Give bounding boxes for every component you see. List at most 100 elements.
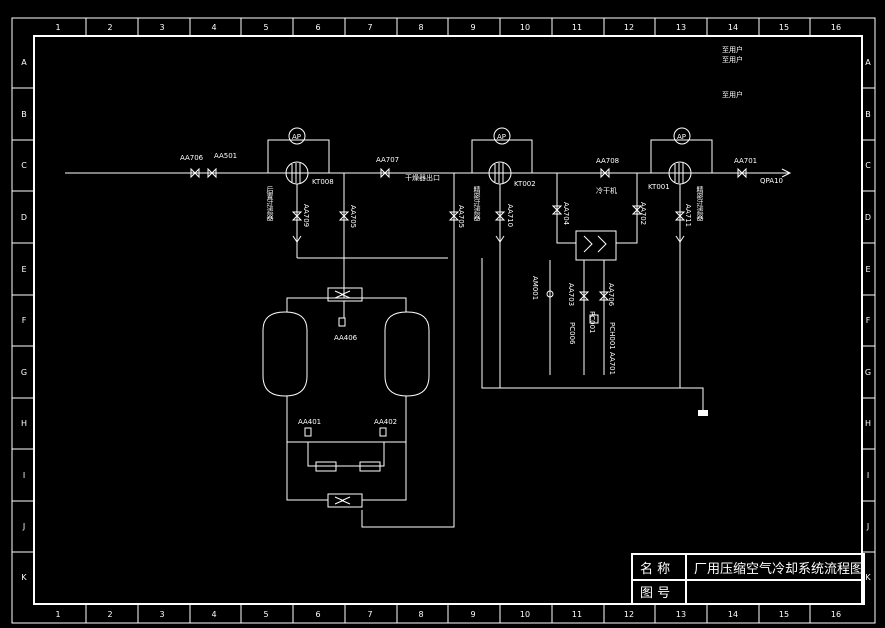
row-label: E (865, 265, 870, 274)
col-label: 13 (676, 610, 686, 619)
label-pc001: PC001 (588, 311, 596, 333)
cooler-in-pipe (556, 173, 576, 244)
valve-aa701 (737, 167, 747, 179)
col-label: 9 (470, 610, 475, 619)
col-label: 7 (367, 610, 372, 619)
label-aa705: AA705 (349, 205, 357, 228)
drain-valve (674, 211, 686, 221)
label-pc006: PC006 (568, 322, 576, 345)
row-label: K (865, 573, 871, 582)
label-aa703: AA703 (567, 283, 575, 306)
label-aa706: AA706 (180, 154, 204, 162)
col-label: 12 (624, 23, 634, 32)
drain-valve (291, 211, 303, 221)
row-label: I (867, 471, 869, 480)
ap-label: AP (677, 133, 686, 141)
label-kt008: KT008 (312, 178, 334, 186)
col-label: 16 (831, 23, 841, 32)
label-aa707: AA707 (376, 156, 399, 164)
col-label: 2 (107, 23, 112, 32)
row-labels: A B C D E F G H I J K A B C D E F G H I … (21, 58, 871, 582)
label-aa711: AA711 (684, 204, 692, 227)
label-aa705b: AA705 (457, 205, 465, 228)
label-dryer-outlet: 干燥器出口 (405, 173, 440, 182)
col-label: 7 (367, 23, 372, 32)
label-kt001: KT001 (648, 183, 670, 191)
col-label: 14 (728, 23, 738, 32)
label-aa706b: AA706 (607, 283, 615, 307)
column-labels-top: 1 2 3 4 5 6 7 8 9 10 11 12 13 14 15 16 (55, 23, 841, 32)
row-label: G (21, 368, 27, 377)
row-label: C (865, 161, 871, 170)
label-filter-front: 精密过滤器 (473, 185, 481, 222)
filter-kt002 (471, 127, 533, 185)
col-label: 1 (55, 23, 60, 32)
title-block (631, 553, 865, 605)
row-label: I (23, 471, 25, 480)
label-cooler: 冷干机 (596, 186, 617, 195)
inner-frame (33, 35, 863, 605)
valve-aa708 (600, 167, 610, 179)
col-label: 14 (728, 610, 738, 619)
row-label: J (22, 522, 25, 531)
row-label: K (21, 573, 27, 582)
col-label: 11 (572, 610, 582, 619)
row-ticks (12, 87, 875, 553)
col-label: 15 (779, 23, 789, 32)
dryer-return-pipe (361, 173, 455, 528)
label-pch: PCH001 AA701 (608, 322, 616, 375)
label-aa401: AA401 (298, 418, 321, 426)
col-label: 13 (676, 23, 686, 32)
col-label: 1 (55, 610, 60, 619)
row-label: B (865, 110, 871, 119)
heat-exchanger (575, 230, 617, 261)
col-label: 8 (418, 610, 423, 619)
label-kt002: KT002 (514, 180, 536, 188)
row-label: B (21, 110, 27, 119)
label-aa402: AA402 (374, 418, 397, 426)
filter-kt001 (650, 127, 713, 185)
col-label: 9 (470, 23, 475, 32)
col-label: 6 (315, 610, 320, 619)
ap-label: AP (292, 133, 301, 141)
drain-valve (494, 211, 506, 221)
label-filter-right: 精密过滤器 (696, 185, 704, 222)
label-aa708: AA708 (596, 157, 619, 165)
row-label: D (865, 213, 871, 222)
col-label: 16 (831, 610, 841, 619)
row-label: A (865, 58, 871, 67)
label-aa406: AA406 (334, 334, 358, 342)
row-label: F (22, 316, 27, 325)
col-label: 4 (211, 23, 216, 32)
col-label: 4 (211, 610, 216, 619)
valve-aa705 (338, 211, 350, 221)
label-aa702: AA702 (639, 202, 647, 225)
label-aa704: AA704 (562, 202, 570, 226)
row-label: H (21, 419, 27, 428)
row-label: E (21, 265, 26, 274)
col-label: 3 (159, 23, 164, 32)
label-qpa10: QPA10 (760, 177, 783, 185)
col-label: 3 (159, 610, 164, 619)
outer-border (11, 17, 876, 624)
valve-aa501 (207, 167, 217, 179)
label-am001: AM001 (531, 276, 539, 300)
col-label: 5 (263, 23, 268, 32)
cooler-out-pipe (616, 173, 638, 244)
valve-aa702 (631, 205, 643, 215)
drain-arrow (675, 235, 685, 243)
drain-arrow (292, 235, 302, 243)
note-to-user: 至用户 (722, 45, 743, 54)
column-labels-bottom: 1 2 3 4 5 6 7 8 9 10 11 12 13 14 15 16 (55, 610, 841, 619)
label-aa709: AA709 (302, 204, 310, 227)
row-label: F (866, 316, 871, 325)
drain-arrow (495, 235, 505, 243)
dryer-assembly (262, 287, 430, 508)
column-ticks (85, 18, 811, 623)
label-aa710: AA710 (506, 204, 514, 227)
outlet-arrow (781, 168, 792, 178)
title-drawing-no-label: 图 号 (640, 586, 670, 601)
valve-aa707 (380, 167, 390, 179)
am001-instrument (546, 290, 554, 298)
